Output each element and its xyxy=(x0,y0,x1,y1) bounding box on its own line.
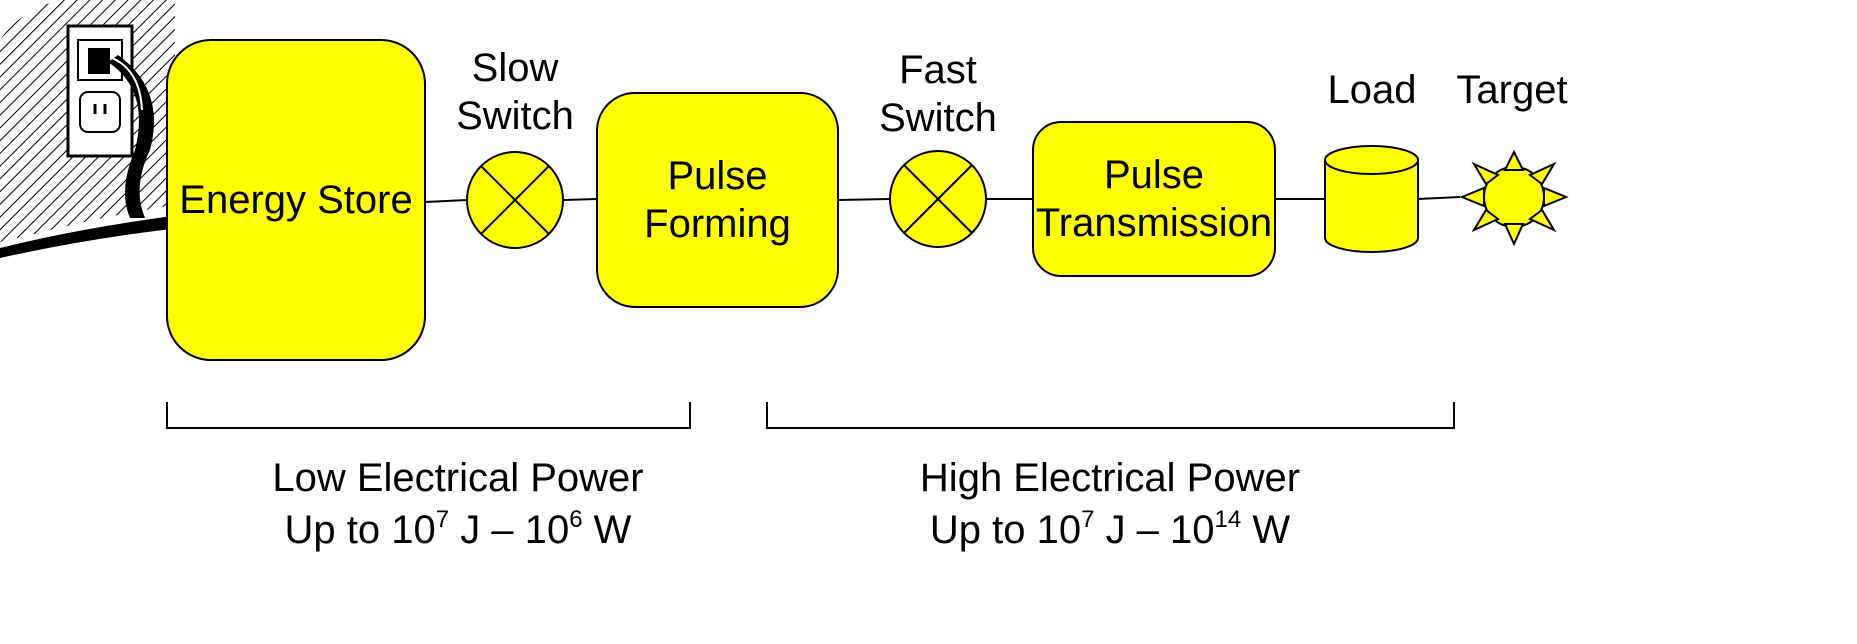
high-power-range: Up to 107 J – 1014 W xyxy=(929,505,1291,552)
energy-store-label: Energy Store xyxy=(179,178,413,222)
low-power-range: Up to 107 J – 106 W xyxy=(284,505,632,552)
target-label: Target xyxy=(1456,68,1568,112)
fast-switch-icon xyxy=(889,150,987,248)
high-power-bracket xyxy=(766,402,1455,429)
load-cylinder-icon xyxy=(1324,145,1419,253)
high-power-note: High Electrical Power Up to 107 J – 1014… xyxy=(850,452,1370,556)
slow-switch-label: Slow Switch xyxy=(456,46,574,138)
target-sun-icon xyxy=(1459,149,1569,247)
low-power-bracket xyxy=(166,402,691,429)
low-power-note: Low Electrical Power Up to 107 J – 106 W xyxy=(198,452,718,556)
wall-outlet-icon xyxy=(0,0,180,258)
pulse-transmission-label: Pulse Transmission xyxy=(1035,153,1273,245)
low-power-title: Low Electrical Power xyxy=(272,456,644,500)
wire-connections xyxy=(424,196,1461,203)
slow-switch-icon xyxy=(466,151,564,249)
high-power-title: High Electrical Power xyxy=(919,456,1301,500)
pulse-transmission-block xyxy=(1032,121,1276,277)
pulse-forming-label: Pulse Forming xyxy=(644,154,791,246)
fast-switch-label: Fast Switch xyxy=(879,48,997,140)
load-label: Load xyxy=(1327,68,1417,112)
energy-store-block xyxy=(166,39,426,361)
pulse-forming-block xyxy=(596,92,839,308)
